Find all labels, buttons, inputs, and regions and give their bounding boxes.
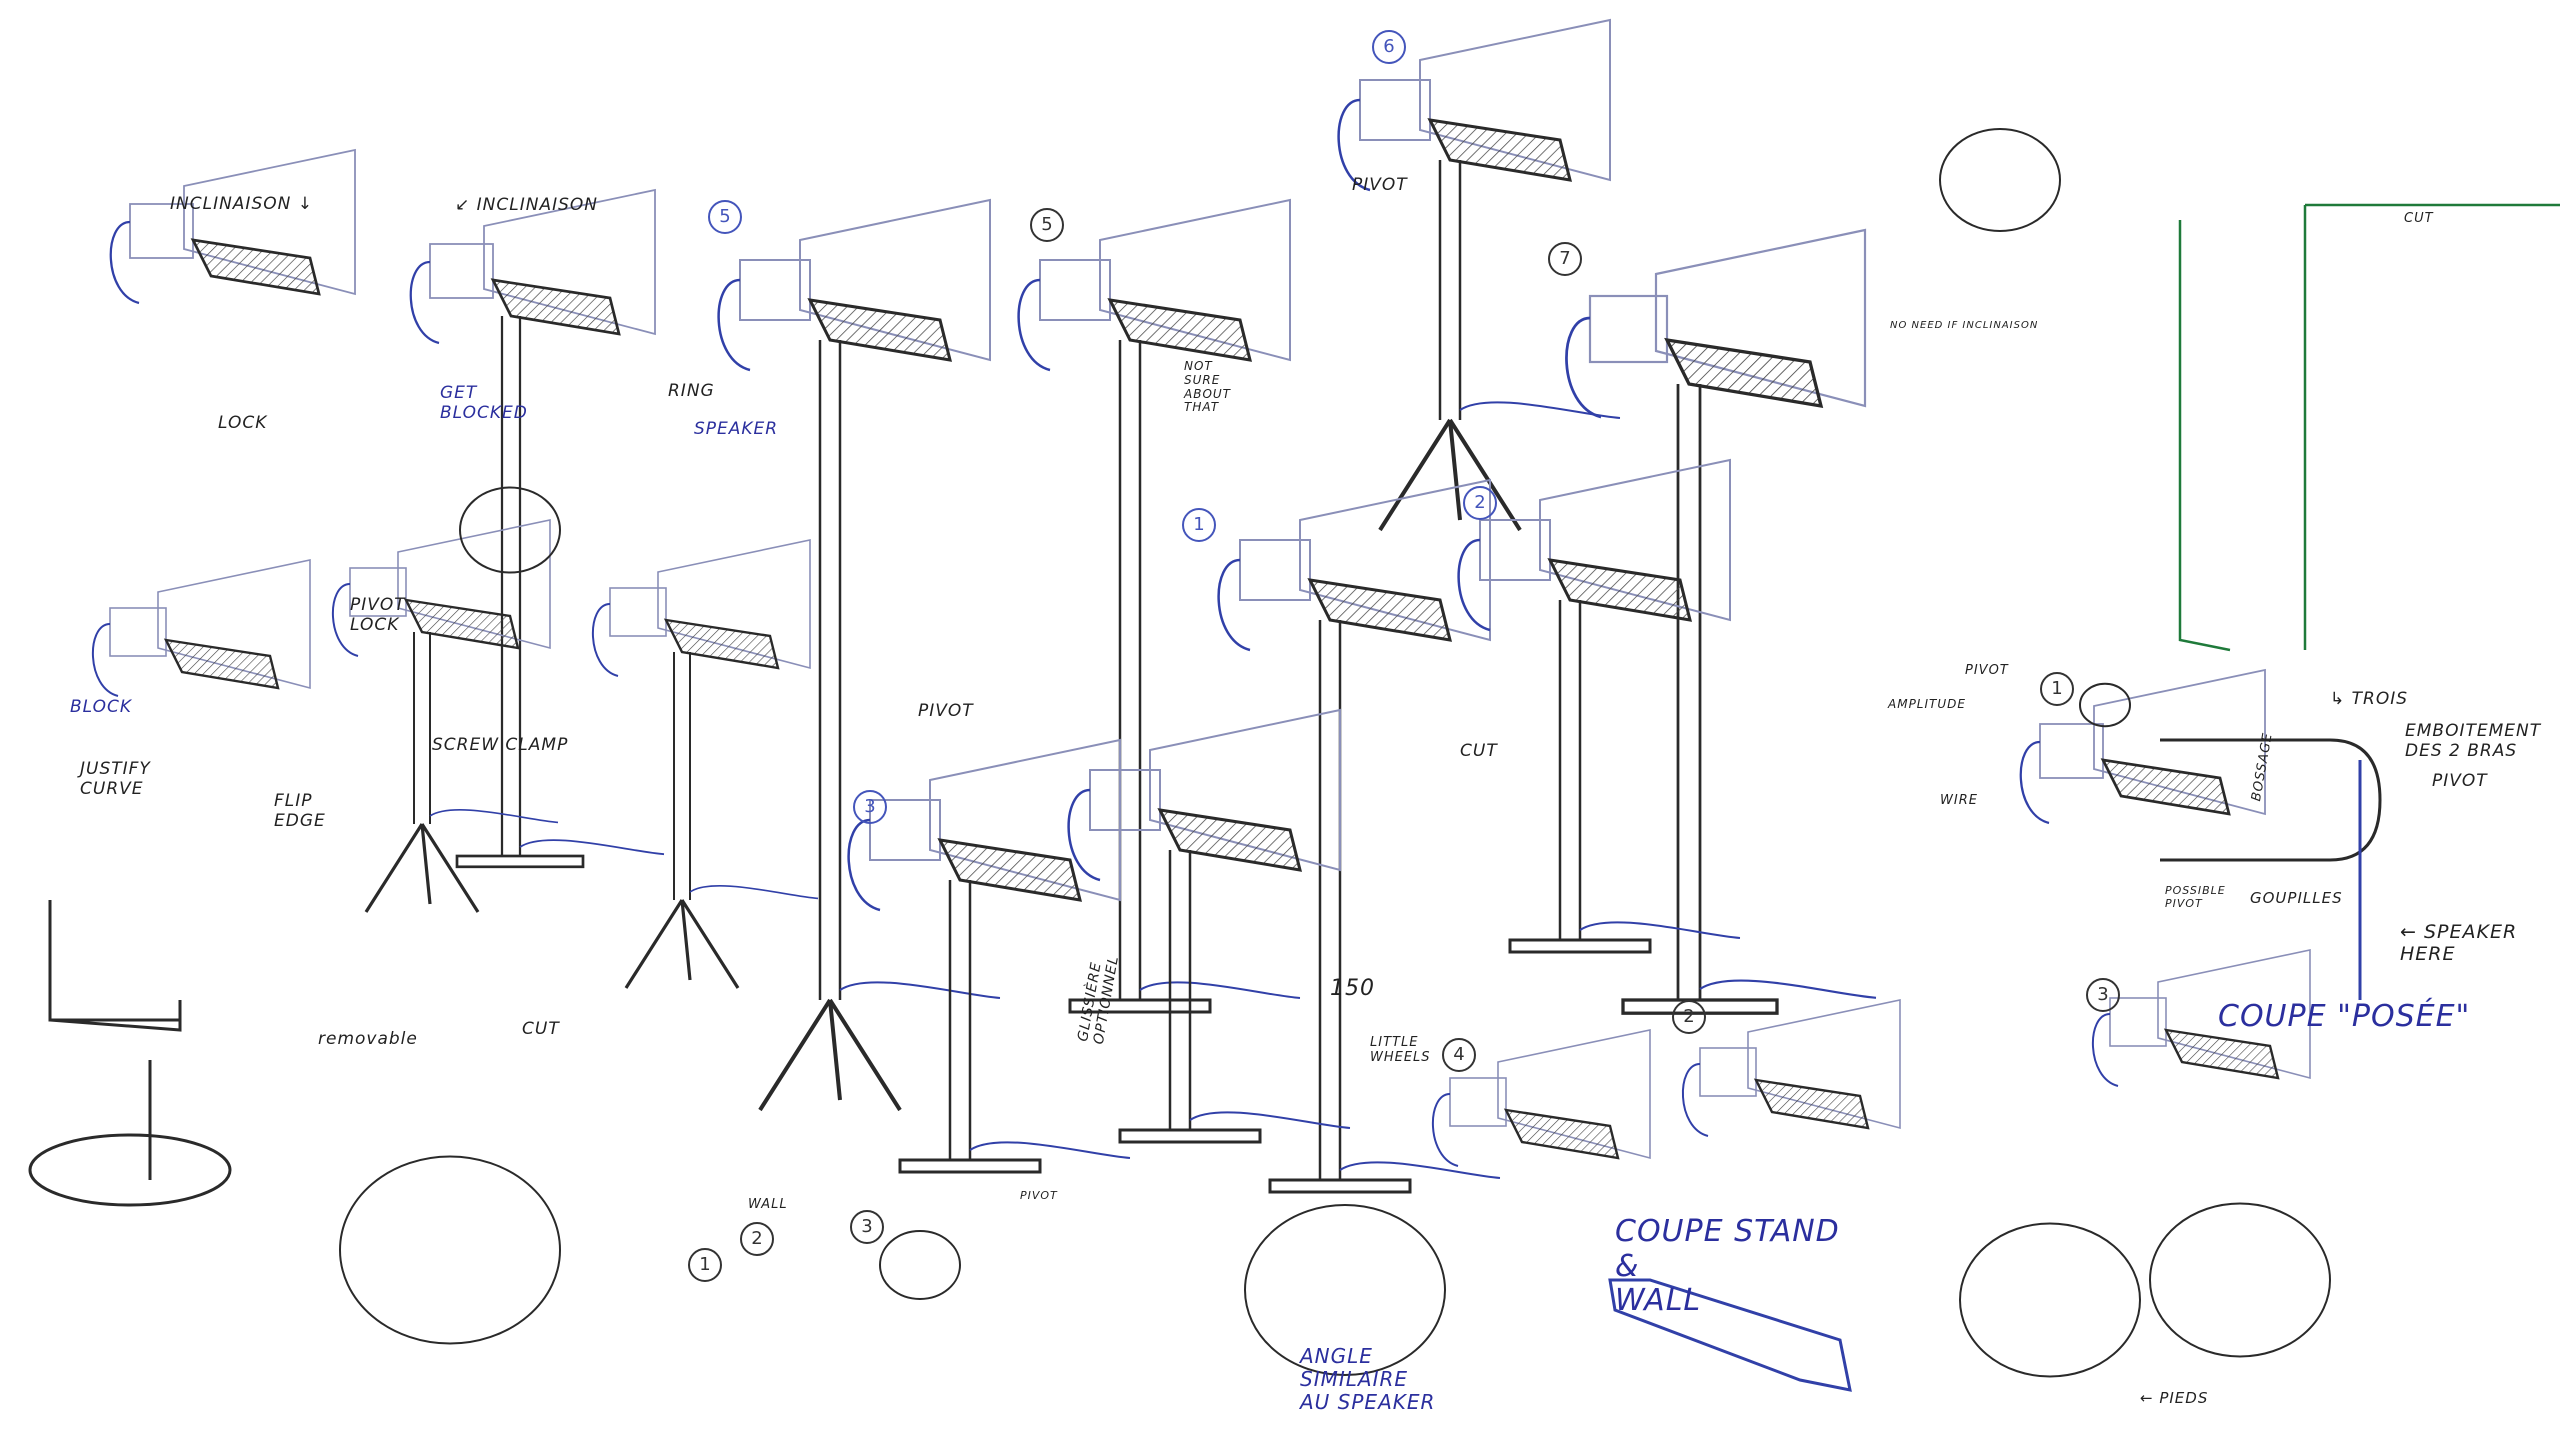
- label-angle-similaire: Angle similaire au speaker: [1300, 1344, 1436, 1414]
- option-number: 5: [708, 200, 742, 234]
- label-pivot: Pivot: [918, 701, 974, 721]
- round-sketch: [339, 1155, 561, 1345]
- option-number: 3: [2086, 978, 2120, 1012]
- label-removable: removable: [318, 1029, 418, 1049]
- label-speaker: Speaker: [694, 419, 779, 439]
- round-sketch: [2079, 682, 2131, 728]
- option-number: 6: [1372, 30, 1406, 64]
- option-number: 3: [850, 1210, 884, 1244]
- lamp-sketch: [591, 539, 819, 989]
- label-pivot-lock: Pivot Lock: [350, 595, 406, 635]
- label-emboitement: Emboitement des 2 bras: [2405, 721, 2542, 761]
- option-number: 1: [1182, 508, 1216, 542]
- label-cut-3: cut: [2404, 211, 2434, 226]
- label-lock: Lock: [218, 413, 268, 433]
- label-cut-2: cut: [1460, 741, 1498, 761]
- option-number: 5: [1030, 208, 1064, 242]
- label-coupe-stand-wall: Coupe Stand & Wall: [1615, 1214, 1840, 1318]
- label-inclinaison: inclinaison ↓: [170, 194, 313, 214]
- lamp-sketch: [1337, 18, 1621, 532]
- label-not-sure: Not sure about that: [1184, 359, 1231, 415]
- label-pivot-3: Pivot: [2432, 771, 2488, 791]
- label-speaker-here: ← Speaker here: [2400, 921, 2518, 965]
- label-pieds: ← Pieds: [2140, 1389, 2209, 1407]
- coupe-stand-wall-sketch: [1608, 1278, 1852, 1392]
- label-ring: Ring: [668, 381, 715, 401]
- round-sketch: [1939, 128, 2061, 232]
- label-goupilles: Goupilles: [2250, 889, 2343, 907]
- option-number: 1: [688, 1248, 722, 1282]
- label-inclinaison-2: ↙ inclinaison: [455, 195, 598, 215]
- wall-stand-sketch: [2178, 203, 2560, 652]
- round-sketch: [459, 486, 561, 574]
- round-sketch: [2149, 1202, 2331, 1358]
- label-dimension: 150: [1330, 976, 1375, 1001]
- lamp-sketch: [1681, 999, 1901, 1137]
- lamp-sketch: [717, 198, 1001, 1112]
- lamp-sketch: [2091, 949, 2311, 1087]
- label-pivot-5: Pivot: [1020, 1189, 1058, 1202]
- label-little-wheels: Little wheels: [1370, 1035, 1431, 1065]
- label-justify-curve: Justify curve: [80, 759, 151, 799]
- lamp-sketch: [1067, 708, 1351, 1144]
- round-base-sketch: [28, 1133, 232, 1207]
- lamp-sketch: [1431, 1029, 1651, 1167]
- round-sketch: [879, 1230, 961, 1300]
- label-pivot-2: Pivot: [1352, 175, 1408, 195]
- lamp-sketch: [1565, 228, 1877, 1015]
- label-coupe-posee: Coupe "Posée": [2218, 999, 2471, 1034]
- label-cut: cut: [522, 1019, 560, 1039]
- label-pivot-4: Pivot: [1965, 663, 2009, 678]
- option-number: 2: [740, 1222, 774, 1256]
- label-no-need: No need if inclinaison: [1890, 320, 2039, 331]
- round-sketch: [1959, 1222, 2141, 1378]
- option-number: 2: [1463, 486, 1497, 520]
- lamp-sketch: [109, 148, 356, 305]
- label-flip-edge: Flip edge: [274, 791, 326, 831]
- option-number: 7: [1548, 242, 1582, 276]
- lamp-sketch: [409, 188, 665, 869]
- option-number: 1: [2040, 672, 2074, 706]
- lamp-sketch: [331, 519, 559, 913]
- lamp-sketch: [2019, 668, 2266, 825]
- label-wire: Wire: [1940, 793, 1978, 808]
- label-amplitude: Amplitude: [1888, 697, 1966, 711]
- lamp-sketch: [847, 738, 1131, 1174]
- label-possible-pivot: Possible pivot: [2165, 884, 2226, 910]
- lamp-sketch: [1457, 458, 1741, 954]
- base-section-sketch: [48, 900, 182, 1032]
- label-trois: ↳ Trois: [2330, 689, 2409, 709]
- label-wall: Wall: [748, 1197, 788, 1212]
- label-screw-clamp: Screw clamp: [432, 735, 569, 755]
- coupe-posee-sketch: [2160, 738, 2382, 862]
- option-number: 2: [1672, 1000, 1706, 1034]
- option-number: 4: [1442, 1038, 1476, 1072]
- label-get-blocked: Get blocked: [440, 383, 528, 423]
- label-block: Block: [70, 697, 133, 717]
- lamp-sketch: [91, 559, 311, 697]
- round-sketch: [1244, 1204, 1446, 1376]
- option-number: 3: [853, 790, 887, 824]
